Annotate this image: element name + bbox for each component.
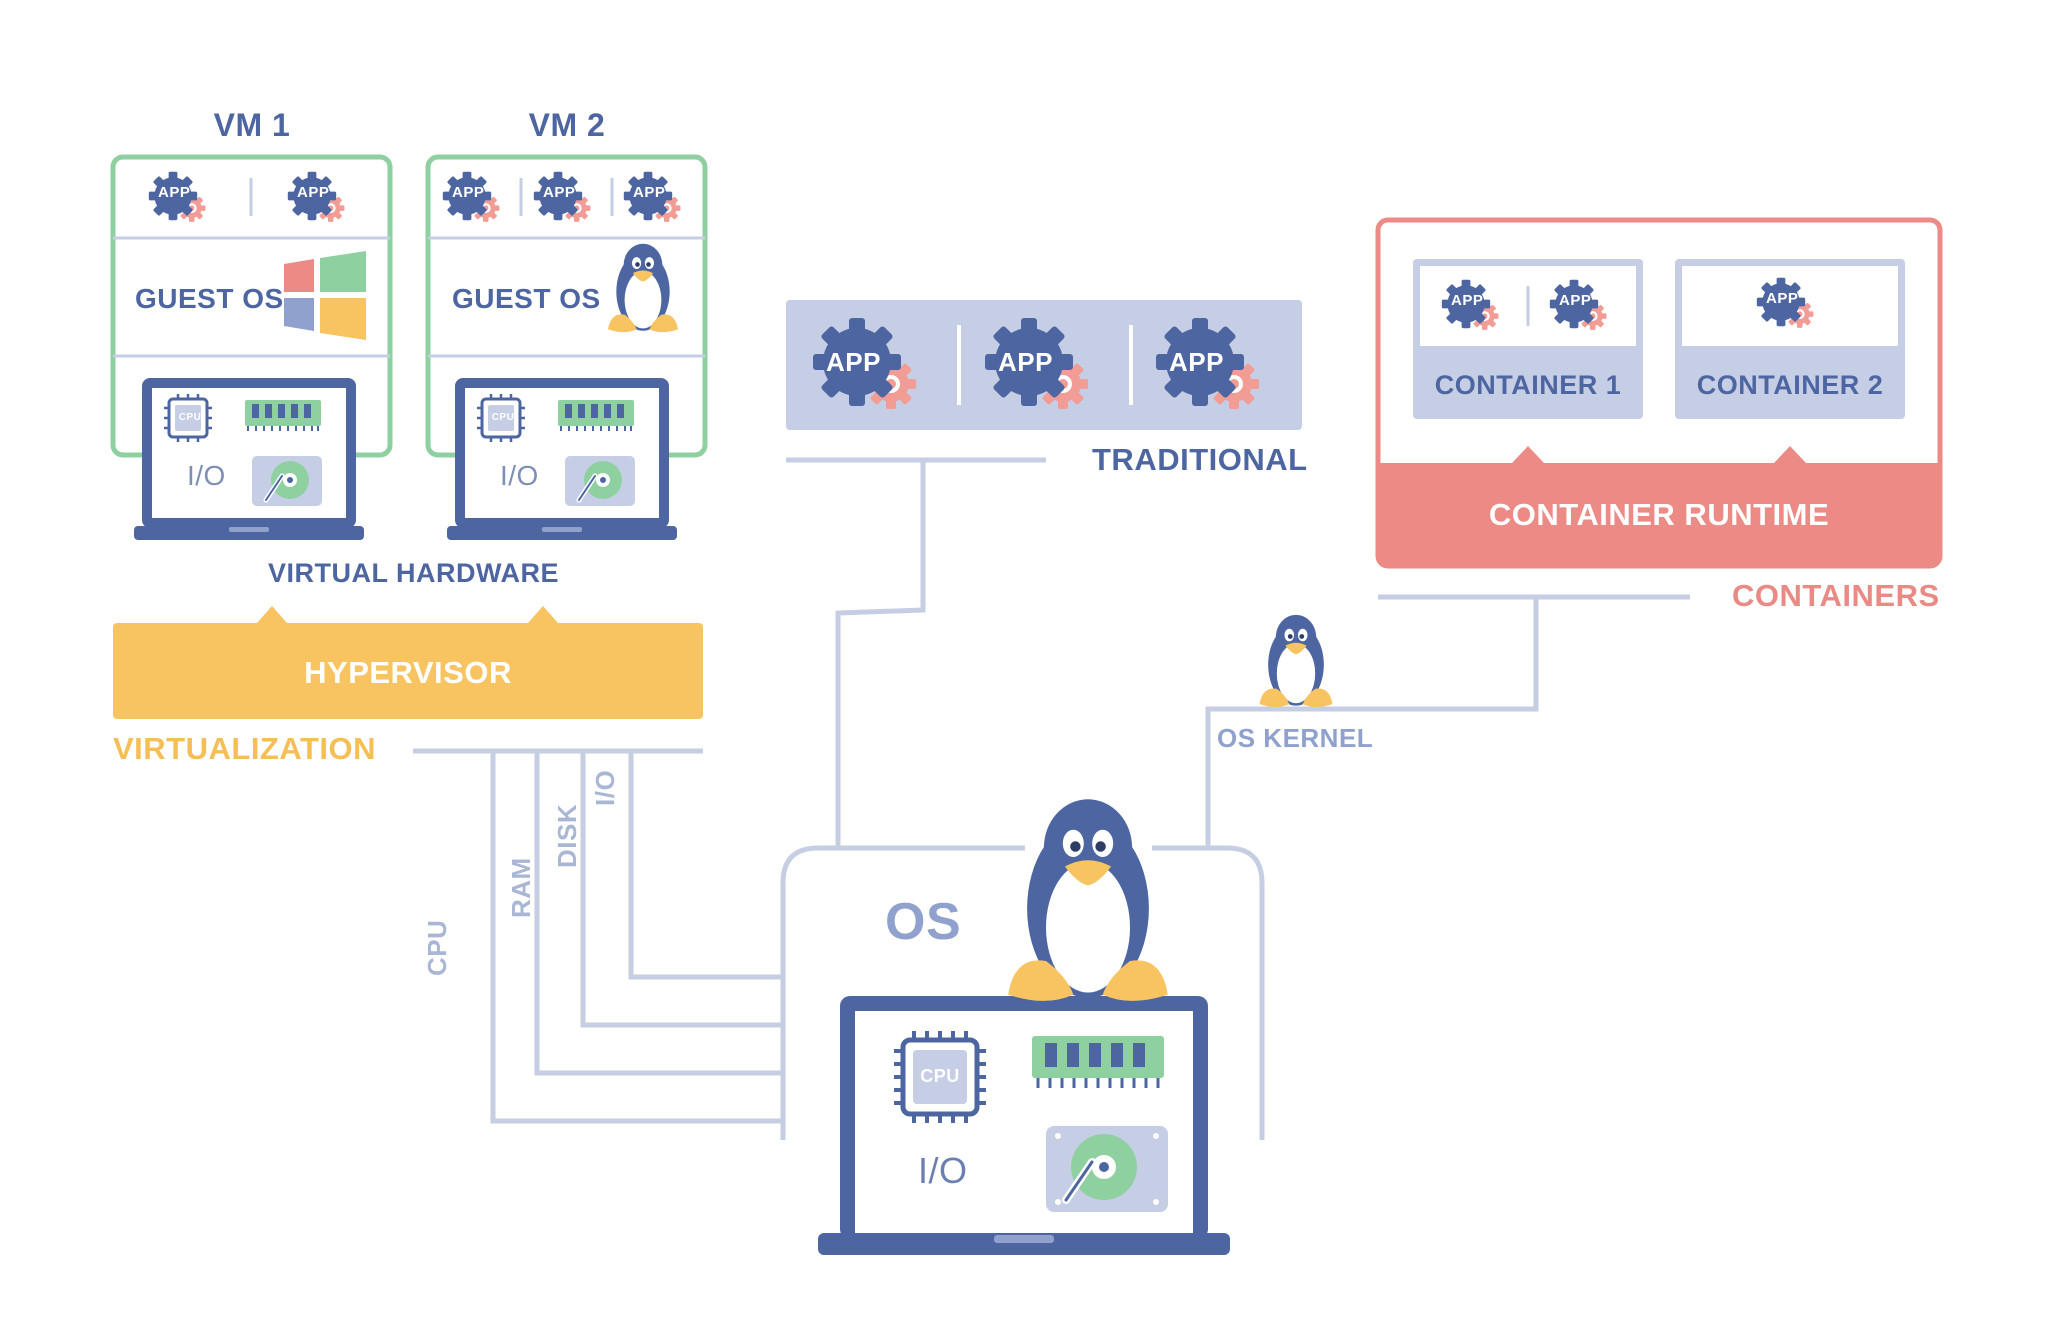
cpu-line-label: CPU bbox=[422, 919, 452, 976]
containers-label: CONTAINERS bbox=[1732, 578, 1940, 613]
cpu-chip-icon bbox=[894, 1031, 986, 1123]
traditional-app-label: APP bbox=[1169, 347, 1224, 377]
hard-disk-icon bbox=[1046, 1126, 1168, 1212]
connector-lines bbox=[413, 457, 1690, 1140]
ram-module-icon bbox=[1032, 1036, 1164, 1088]
traditional-app-bar bbox=[786, 300, 1302, 430]
io-line-label: I/O bbox=[590, 769, 620, 806]
vm1-laptop-icon bbox=[134, 378, 364, 540]
host-os-penguin-icon bbox=[1008, 799, 1168, 1001]
host-cpu-chip-label: CPU bbox=[920, 1066, 960, 1086]
container1-app-label: APP bbox=[1559, 292, 1592, 309]
vm2-title: VM 2 bbox=[528, 107, 606, 143]
os-kernel-penguin-icon bbox=[1259, 614, 1333, 708]
vm2-app-label: APP bbox=[452, 184, 485, 201]
vm1-title: VM 1 bbox=[213, 107, 291, 143]
vm1-app-label: APP bbox=[297, 184, 330, 201]
container-runtime-label: CONTAINER RUNTIME bbox=[1488, 497, 1830, 532]
traditional-app-label: APP bbox=[998, 347, 1053, 377]
vm2-cpu-chip-label: CPU bbox=[491, 412, 515, 423]
vm1-cpu-chip-label: CPU bbox=[178, 412, 202, 423]
vm2-guest-os-label: GUEST OS bbox=[452, 283, 601, 314]
hypervisor-bar bbox=[113, 606, 703, 719]
container2-app-label: APP bbox=[1766, 290, 1799, 307]
vm1-io-label: I/O bbox=[187, 460, 226, 491]
vm2-laptop-icon bbox=[447, 378, 677, 540]
virtualization-label: VIRTUALIZATION bbox=[113, 731, 377, 766]
os-kernel-label: OS KERNEL bbox=[1217, 723, 1374, 753]
disk-line-label: DISK bbox=[552, 803, 582, 868]
container1-label: CONTAINER 1 bbox=[1434, 370, 1622, 400]
vm1-guest-os-label: GUEST OS bbox=[135, 283, 284, 314]
hypervisor-label: HYPERVISOR bbox=[304, 655, 512, 690]
host-io-label: I/O bbox=[918, 1150, 968, 1191]
traditional-label: TRADITIONAL bbox=[1092, 442, 1308, 477]
ram-line-label: RAM bbox=[506, 857, 536, 918]
containers-frame bbox=[1375, 217, 1943, 569]
container2-label: CONTAINER 2 bbox=[1696, 370, 1884, 400]
container1-app-label: APP bbox=[1451, 292, 1484, 309]
vm2-app-label: APP bbox=[633, 184, 666, 201]
host-laptop-icon bbox=[818, 996, 1230, 1255]
vm2-io-label: I/O bbox=[500, 460, 539, 491]
traditional-app-label: APP bbox=[826, 347, 881, 377]
windows-logo-icon bbox=[284, 251, 366, 340]
vm2-app-label: APP bbox=[543, 184, 576, 201]
vm1-app-label: APP bbox=[158, 184, 191, 201]
virtual-hardware-label: VIRTUAL HARDWARE bbox=[268, 558, 559, 588]
host-os-label: OS bbox=[885, 893, 962, 951]
